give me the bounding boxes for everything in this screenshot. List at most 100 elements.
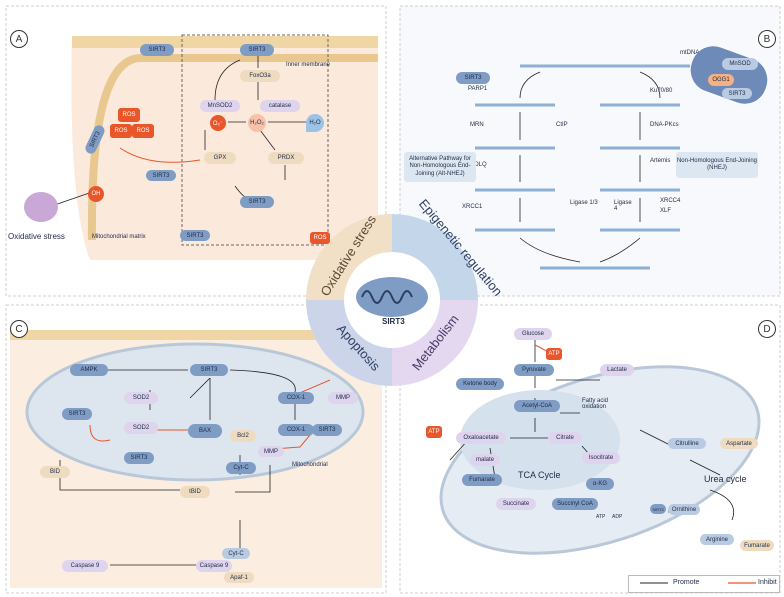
a-ros-3: ROS xyxy=(132,124,154,138)
b-dnapkcs: DNA-PKcs xyxy=(650,122,679,128)
c-ampk: AMPK xyxy=(70,364,108,376)
c-bid: BID xyxy=(40,466,70,478)
legend-promote-label: Promote xyxy=(673,579,700,586)
a-mnsod2: MnSOD2 xyxy=(200,100,240,112)
d-succinate: Succinate xyxy=(496,498,536,510)
c-bcl2: Bcl2 xyxy=(230,430,256,442)
d-arginine: Arginine xyxy=(700,534,734,545)
a-ros-2: ROS xyxy=(110,124,132,138)
c-sirt3-right: SIRT3 xyxy=(312,424,342,436)
d-tca-label: TCA Cycle xyxy=(518,470,561,480)
panel-letter-c: C xyxy=(10,320,28,338)
a-prdx: PRDX xyxy=(268,152,304,164)
d-adp-label: ADP xyxy=(612,514,623,520)
panel-letter-d-text: D xyxy=(763,323,771,335)
a-inner-membrane-label: Inner membrane xyxy=(286,62,331,68)
c-cox1-top: COX-1 xyxy=(278,392,314,404)
b-mrn: MRN xyxy=(470,122,484,128)
b-ogg1: OGG1 xyxy=(708,74,734,86)
a-damaged-cell-icon xyxy=(24,192,58,222)
c-sod2-top: SOD2 xyxy=(124,392,158,404)
d-citrate: Citrate xyxy=(548,432,582,444)
d-akg: α-KG xyxy=(586,478,614,490)
c-sod2: SOD2 xyxy=(124,422,158,434)
d-aspartate: Aspartate xyxy=(720,438,758,449)
panel-letter-a: A xyxy=(10,30,28,48)
c-sirt3-bottom: SIRT3 xyxy=(124,452,154,464)
d-ketone: Ketone body xyxy=(456,378,504,390)
panel-a-frame xyxy=(5,5,387,297)
c-mito-label: Mitochondrial xyxy=(292,462,328,468)
d-malate: malate xyxy=(470,454,500,466)
panel-a-membrane xyxy=(72,36,378,48)
d-succoa: Succinyl CoA xyxy=(552,498,598,510)
d-oxaloacetate: Oxaloacetate xyxy=(456,432,506,444)
c-caspase9-complex: Caspase 9 xyxy=(196,560,232,572)
panel-letter-b: B xyxy=(758,30,776,48)
b-xlf: XLF xyxy=(660,208,672,214)
b-ku: Ku70/80 xyxy=(650,88,673,94)
a-sirt3-left: SIRT3 xyxy=(146,170,176,181)
b-sirt3-left: SIRT3 xyxy=(456,72,490,84)
b-parp1: PARP1 xyxy=(468,86,488,92)
b-nhej-box: Non-Homologous End-Joining (NHEJ) xyxy=(676,152,758,178)
d-urea-label: Urea cycle xyxy=(704,474,747,484)
c-caspase9: Caspase 9 xyxy=(62,560,108,572)
b-dna-strands xyxy=(475,64,690,270)
c-cox1: COX-1 xyxy=(278,424,314,436)
panel-d-frame xyxy=(399,304,781,594)
c-bax: BAX xyxy=(188,424,222,438)
b-mnsod: MnSOD xyxy=(722,58,758,70)
d-fao: Fatty acid oxidation xyxy=(582,398,609,410)
panel-c-frame xyxy=(5,304,387,594)
d-atp-label: ATP xyxy=(596,514,606,520)
d-citrulline: Citrulline xyxy=(668,438,706,449)
b-xrcc1: XRCC1 xyxy=(462,204,483,210)
c-mmp-right: MMP xyxy=(328,392,358,404)
d-fumarate: Fumarate xyxy=(462,474,502,486)
a-matrix-label: Mitochondrial matrix xyxy=(92,234,146,240)
b-xrcc4: XRCC4 xyxy=(660,198,681,204)
c-sirt3-top: SIRT3 xyxy=(190,364,228,376)
c-sirt3-left: SIRT3 xyxy=(62,408,92,420)
a-sirt3-top: SIRT3 xyxy=(240,44,274,56)
a-gpx: GPX xyxy=(204,152,236,164)
a-sirt3-bottom: SIRT3 xyxy=(240,196,274,208)
panel-letter-a-text: A xyxy=(15,33,23,45)
panel-letter-c-text: C xyxy=(15,323,23,335)
a-h2o: H₂O xyxy=(306,114,324,132)
b-ligase4: Ligase 4 xyxy=(614,200,632,212)
panel-a-cell xyxy=(71,36,378,260)
a-catalase: catalase xyxy=(260,100,300,112)
legend-box xyxy=(628,575,780,593)
panel-d-tca-area xyxy=(460,390,620,490)
center-sirt3-label: SIRT3 xyxy=(382,317,405,326)
d-atp-top: ATP xyxy=(546,348,562,360)
panel-c-membrane xyxy=(10,330,382,340)
b-mtdna-label: mtDNA xyxy=(680,50,700,56)
b-altnhej-box: Alternative Pathway for Non-Homologous E… xyxy=(404,152,476,182)
d-lactate: Lactate xyxy=(600,364,634,376)
a-h2o2: H₂O₂ xyxy=(248,114,266,132)
d-sirt3-urea: SIRT3 xyxy=(650,504,666,514)
b-ctip: CtIP xyxy=(556,122,568,128)
c-cytc: Cyt-C xyxy=(226,462,256,474)
b-sirt3-mito: SIRT3 xyxy=(722,88,752,99)
d-glucose: Glucose xyxy=(514,328,552,340)
b-artemis: Artemis xyxy=(650,158,671,164)
d-atp-left: ATP xyxy=(426,426,442,438)
c-mmp-bottom: MMP xyxy=(258,446,284,457)
legend-inhibit-label: Inhibit xyxy=(758,579,777,586)
d-fumarate-urea: Fumarate xyxy=(740,540,774,551)
a-oh: OH xyxy=(88,186,104,202)
a-ros-1: ROS xyxy=(118,108,140,122)
panel-letter-d: D xyxy=(758,320,776,338)
panel-a-dashed-box xyxy=(181,34,329,246)
b-ligase13: Ligase 1/3 xyxy=(570,200,598,206)
a-inhibit-gpx-ros xyxy=(119,147,201,163)
c-cytc-released: Cyt-C xyxy=(222,548,250,559)
a-ros-corner: ROS xyxy=(310,232,330,244)
c-apaf1: Apaf-1 xyxy=(224,572,254,583)
a-oxidative-stress-label: Oxidative stress xyxy=(8,232,65,241)
d-pyruvate: Pyruvate xyxy=(514,364,554,376)
